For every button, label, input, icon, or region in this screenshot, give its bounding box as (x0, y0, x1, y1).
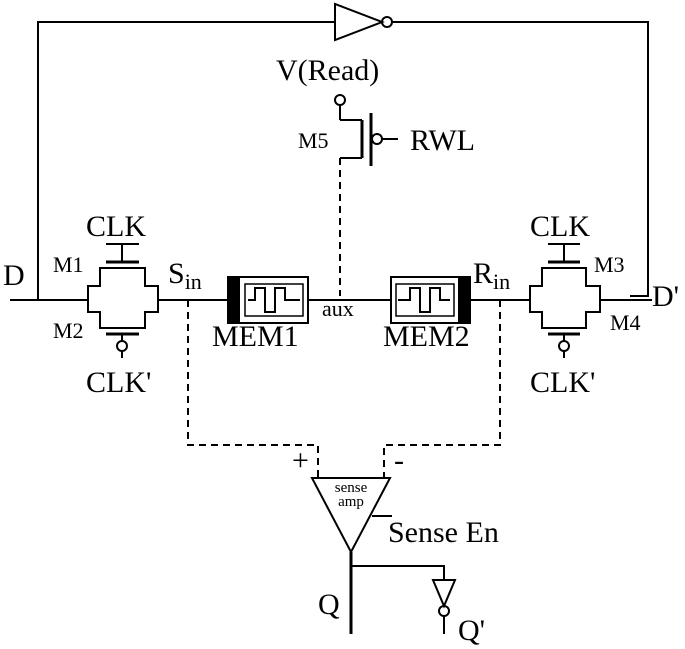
sense-en-label: Sense En (388, 516, 499, 549)
v-read-label: V(Read) (276, 54, 379, 87)
sense-amp-label-1: sense (335, 480, 368, 496)
clk-left-label: CLK (86, 210, 146, 243)
r-in-sense-wire (383, 300, 501, 478)
s-in-label: Sin (168, 257, 202, 294)
left-transmission-gate (87, 243, 159, 358)
clk-right-label: CLK (530, 210, 590, 243)
m5-transistor-symbol (334, 94, 398, 166)
r-in-label: Rin (473, 257, 510, 294)
q-label: Q (318, 588, 340, 621)
mem1-label: MEM1 (212, 320, 299, 353)
clk-prime-left-label: CLK' (86, 366, 151, 399)
m4-label: M4 (610, 310, 641, 335)
aux-label: aux (322, 296, 354, 321)
feedback-loop (37, 21, 649, 300)
m5-label: M5 (298, 128, 329, 153)
d-prime-label: D' (652, 280, 679, 313)
q-inverter-input-wire (351, 565, 445, 580)
minus-label: - (394, 444, 404, 477)
clk-prime-right-label: CLK' (530, 366, 595, 399)
feedback-inverter-symbol (334, 2, 393, 42)
rwl-label: RWL (410, 124, 475, 157)
mem2-label: MEM2 (383, 320, 470, 353)
sense-amp-symbol (310, 477, 392, 555)
q-prime-label: Q' (458, 614, 485, 647)
m2-label: M2 (53, 318, 84, 343)
s-in-sense-wire (187, 300, 319, 478)
plus-label: + (292, 444, 309, 477)
m1-label: M1 (53, 252, 84, 277)
output-inverter-symbol (431, 579, 457, 634)
mem1-memristor-symbol (227, 276, 309, 324)
sense-amp-label-2: amp (338, 494, 364, 510)
d-input-label: D (3, 259, 25, 292)
right-transmission-gate (529, 243, 601, 358)
mem2-memristor-symbol (390, 276, 471, 324)
m3-label: M3 (594, 252, 625, 277)
